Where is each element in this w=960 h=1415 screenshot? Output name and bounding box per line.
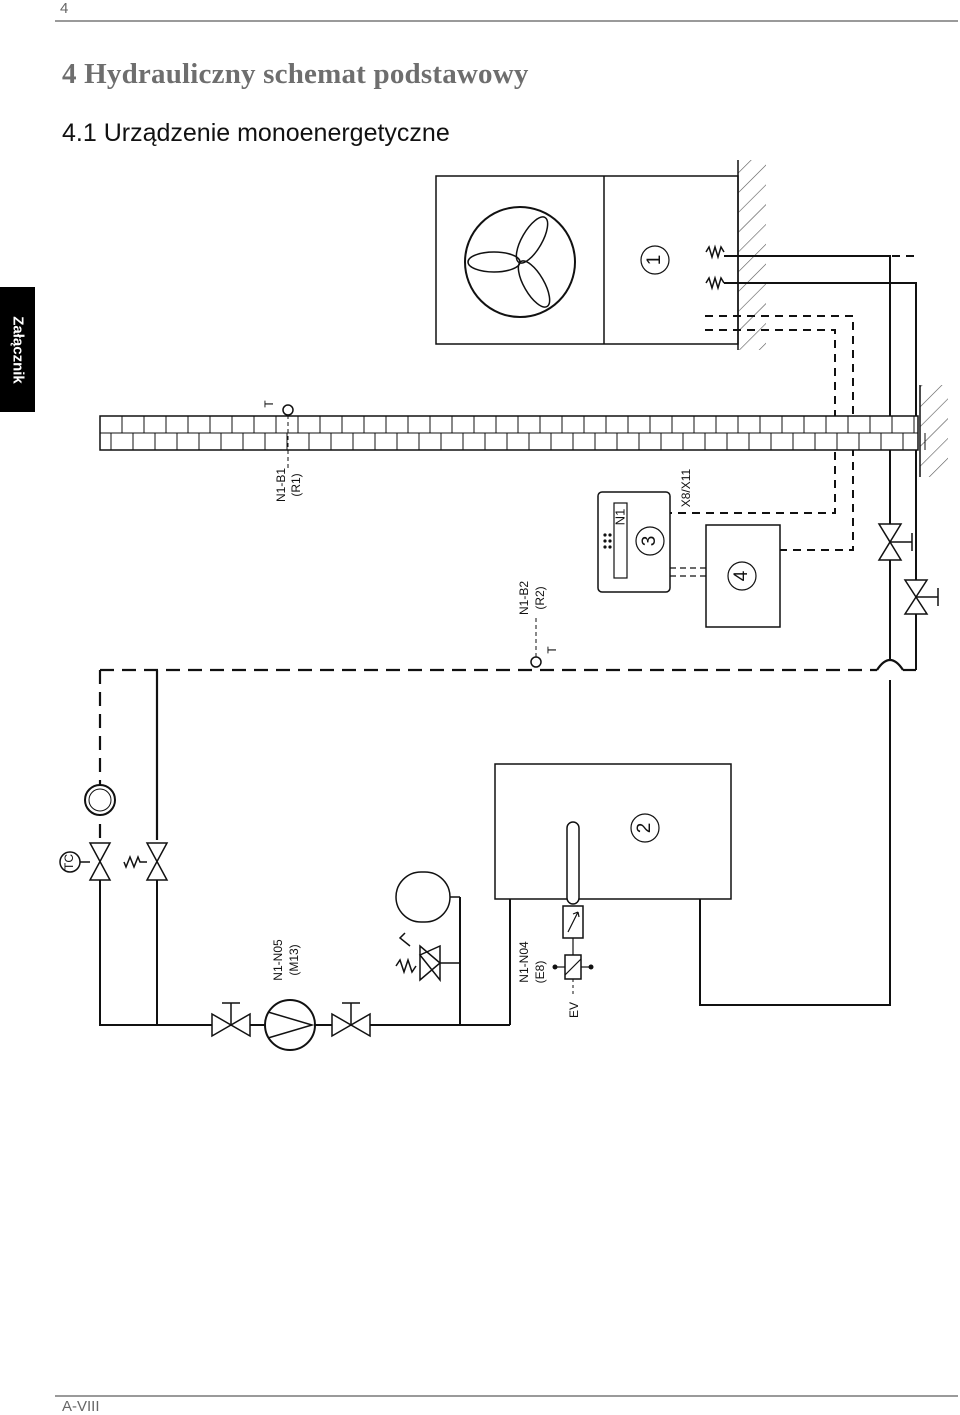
callout-1-text: 1 bbox=[644, 255, 665, 266]
shutoff-valve-right-1 bbox=[877, 523, 913, 561]
wall-crossing-band bbox=[99, 415, 919, 451]
circulation-pump: N1-N05 (M13) bbox=[264, 939, 316, 1051]
chapter-title: 4 Hydrauliczny schemat podstawowy bbox=[62, 58, 529, 90]
pressure-gauge bbox=[84, 784, 116, 816]
callout-2 bbox=[630, 813, 660, 843]
callout-3-text: 3 bbox=[639, 536, 660, 547]
sensor-r1-label-2: (R1) bbox=[289, 473, 303, 496]
page-number: 4 bbox=[60, 0, 69, 17]
controller-links bbox=[670, 567, 706, 577]
shutoff-valve-right-2 bbox=[903, 579, 939, 615]
overflow-valve bbox=[123, 842, 169, 881]
safety-valve bbox=[395, 932, 460, 983]
bottom-loop-pipe bbox=[99, 870, 511, 1026]
immersion-heater-rod bbox=[566, 821, 580, 905]
callout-4-text: 4 bbox=[731, 570, 752, 581]
sensor-r1: T N1-B1 (R1) bbox=[262, 400, 303, 502]
pump-valve-right bbox=[331, 1002, 371, 1038]
callout-4 bbox=[727, 561, 757, 591]
heat-pump-unit: 1 bbox=[435, 175, 739, 345]
heat-pump-dashed-lines bbox=[670, 255, 916, 551]
side-tab: Załącznik bbox=[0, 287, 35, 412]
buffer-return-line bbox=[699, 680, 891, 1006]
sensor-r2-label-2: (R2) bbox=[533, 586, 547, 609]
controller-unit: N1 3 X8/X11 bbox=[597, 468, 693, 593]
sensor-r2-t-label: T bbox=[545, 646, 559, 654]
pump-valve-left bbox=[211, 1002, 251, 1038]
sensor-r1-t-label: T bbox=[262, 400, 276, 408]
expansion-vessel bbox=[395, 871, 461, 1025]
section-title: 4.1 Urządzenie monoenergetyczne bbox=[62, 119, 450, 147]
fan-icon bbox=[464, 206, 576, 318]
tc-label: TC bbox=[62, 854, 76, 870]
controller-label: N1 bbox=[612, 509, 627, 526]
sensor-r1-label-1: N1-B1 bbox=[274, 468, 288, 502]
buffer-tank: 2 bbox=[494, 763, 732, 905]
box-4: 4 bbox=[705, 524, 781, 628]
heater-label-1: N1-N04 bbox=[517, 941, 531, 983]
heating-element: N1-N04 (E8) EV bbox=[517, 905, 594, 1018]
thermostatic-valve: TC bbox=[59, 842, 112, 881]
callout-1 bbox=[640, 245, 670, 275]
callout-2-text: 2 bbox=[634, 823, 655, 834]
wall-crossing-cells bbox=[99, 416, 926, 450]
flexible-hoses bbox=[705, 244, 725, 291]
pump-label-1: N1-N05 bbox=[271, 939, 285, 981]
sensor-r2: T N1-B2 (R2) bbox=[517, 581, 559, 668]
header-rule bbox=[55, 20, 958, 22]
footer-code: A-VIII bbox=[62, 1398, 100, 1415]
ev-label: EV bbox=[567, 1002, 581, 1018]
building-wall bbox=[737, 160, 948, 477]
footer-rule bbox=[55, 1395, 958, 1397]
heater-label-2: (E8) bbox=[533, 961, 547, 984]
sensor-r2-label-1: N1-B2 bbox=[517, 581, 531, 615]
terminal-label: X8/X11 bbox=[679, 468, 693, 507]
callout-3 bbox=[635, 526, 665, 556]
pump-label-2: (M13) bbox=[287, 944, 301, 975]
